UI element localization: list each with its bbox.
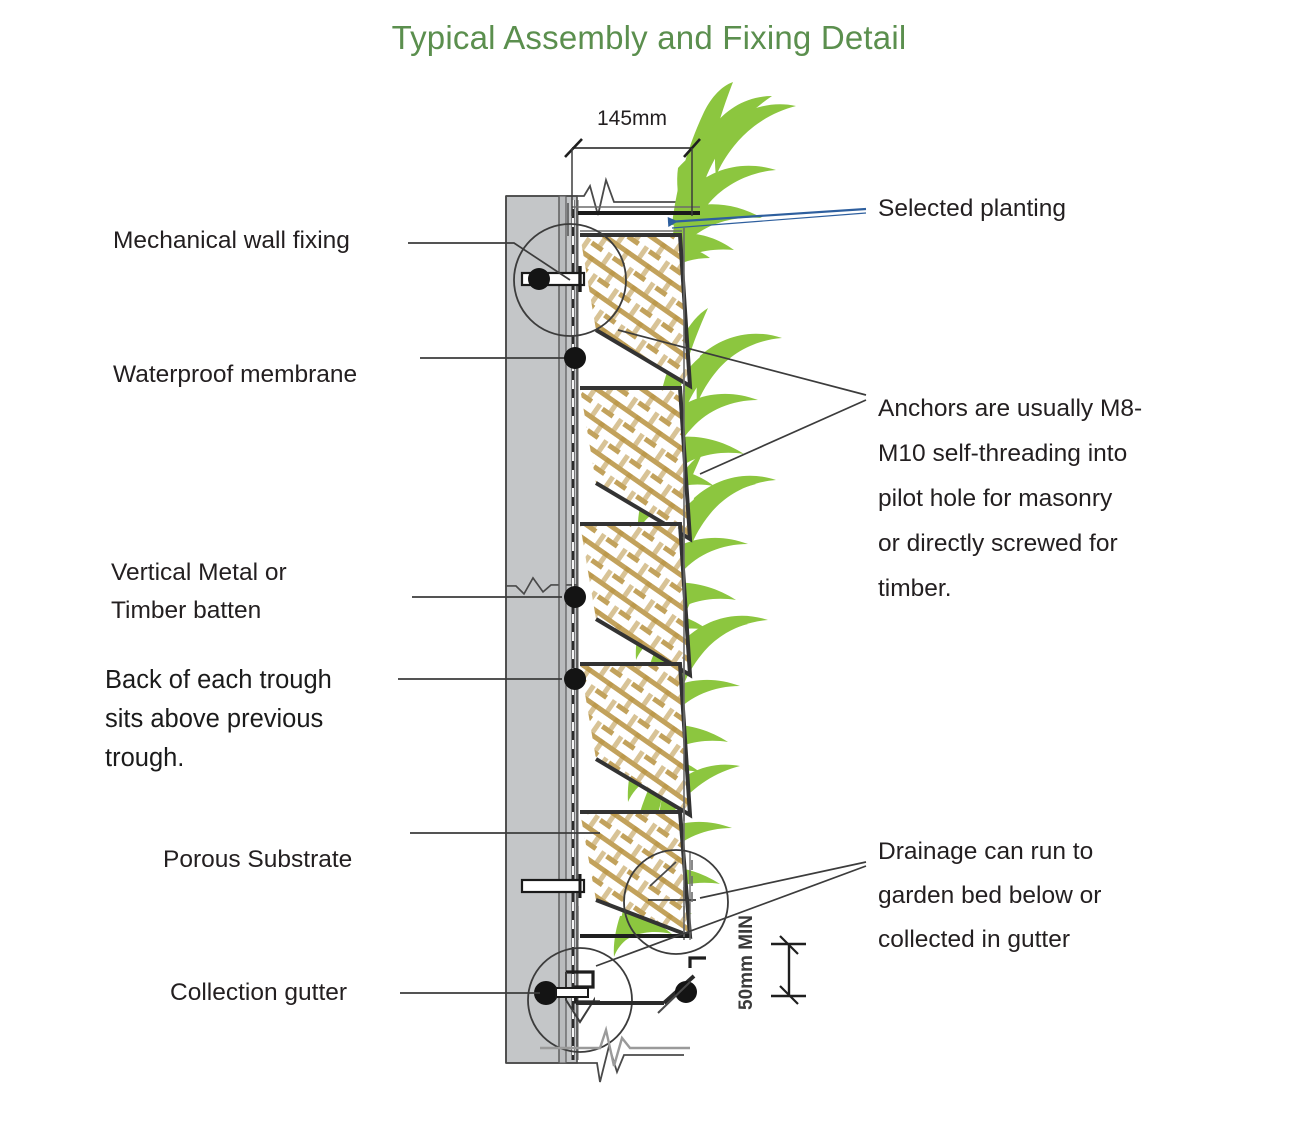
page-title: Typical Assembly and Fixing Detail: [391, 19, 907, 56]
label-text: Collection gutter: [170, 979, 348, 1006]
label-mechanical-wall-fixing: Mechanical wall fixing: [113, 222, 350, 260]
label-text-line4: or directly screwed for: [878, 530, 1118, 557]
label-text-line2: M10 self-threading into: [878, 440, 1128, 467]
width-dimension-label: 145mm: [597, 107, 667, 130]
trough: [580, 658, 693, 821]
label-waterproof-membrane: Waterproof membrane: [113, 356, 357, 394]
label-text: Mechanical wall fixing: [113, 227, 350, 254]
min-depth-dimension-label: 50mm MIN: [736, 915, 757, 1010]
vertical-batten: [558, 195, 567, 1064]
label-collection-gutter: Collection gutter: [170, 974, 347, 1012]
detail-circle-gutter: [527, 947, 633, 1053]
leader-lines-right: [595, 207, 867, 967]
label-drainage-note: Drainage can run to garden bed below or …: [878, 830, 1101, 962]
drainage-outlet: [648, 860, 696, 906]
leader-lines-left: [398, 242, 600, 994]
label-back-of-trough: Back of each trough sits above previous …: [105, 661, 332, 778]
label-text-line1: Drainage can run to: [878, 838, 1094, 865]
label-text-line2: sits above previous: [105, 705, 324, 733]
label-text-line1: Vertical Metal or: [111, 559, 287, 586]
label-text-line2: garden bed below or: [878, 882, 1102, 909]
lower-wall-fixing-bolt: [520, 874, 586, 898]
label-text-line1: Back of each trough: [105, 666, 332, 694]
label-text: Selected planting: [878, 195, 1066, 222]
label-vertical-batten: Vertical Metal or Timber batten: [111, 554, 287, 630]
mechanical-wall-fixing-bolt: [520, 266, 586, 292]
label-porous-substrate: Porous Substrate: [163, 841, 352, 879]
trough: [580, 228, 693, 392]
label-selected-planting: Selected planting: [878, 190, 1066, 228]
label-anchors-note: Anchors are usually M8- M10 self-threadi…: [878, 386, 1142, 611]
trough: [580, 518, 693, 681]
label-text-line5: timber.: [878, 575, 952, 602]
min-depth-dimension: 50mm MIN: [736, 915, 806, 1010]
label-text-line3: collected in gutter: [878, 926, 1071, 953]
label-text-line3: trough.: [105, 744, 185, 772]
detail-circle-top: [513, 223, 627, 337]
label-text: Porous Substrate: [163, 846, 353, 873]
collection-gutter-assembly: [534, 956, 706, 1067]
head-flashing: [567, 203, 700, 236]
label-text-line1: Anchors are usually M8-: [878, 395, 1143, 422]
trough: [580, 382, 693, 545]
trough-assembly: [577, 228, 693, 940]
label-text-line3: pilot hole for masonry: [878, 485, 1113, 512]
label-text: Waterproof membrane: [113, 361, 358, 388]
label-text-line2: Timber batten: [111, 597, 262, 624]
detail-circle-drainage: [623, 849, 729, 955]
width-dimension: 145mm: [564, 107, 701, 216]
